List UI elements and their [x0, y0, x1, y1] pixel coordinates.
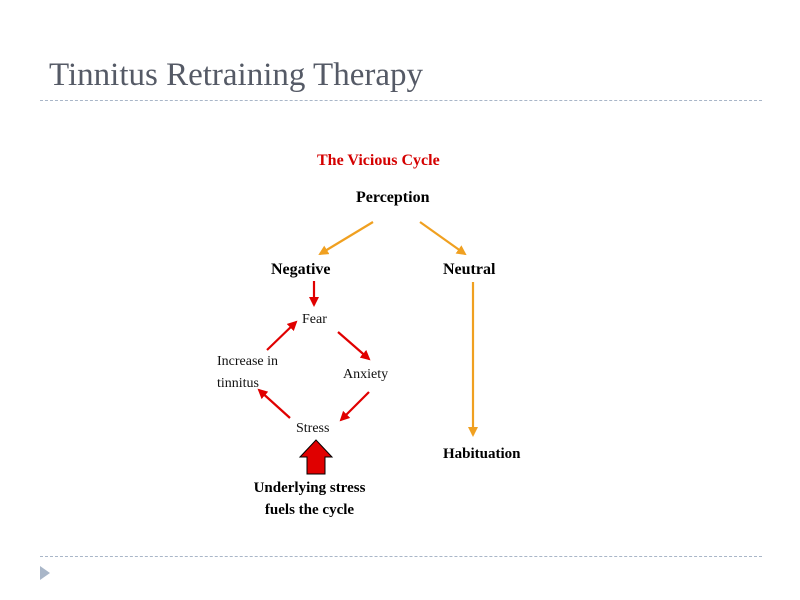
underlying-stress-note: Underlying stress fuels the cycle: [247, 477, 372, 521]
slide-title: Tinnitus Retraining Therapy: [49, 57, 423, 93]
arrow-anxiety-to-stress: [339, 391, 370, 422]
node-increase-in-tinnitus: Increase in tinnitus: [217, 351, 278, 395]
node-neutral: Neutral: [443, 261, 496, 278]
title-divider: [40, 100, 762, 101]
arrow-stress-to-increase: [257, 388, 291, 419]
block-arrow-underlying-to-stress: [298, 439, 334, 475]
increase-line-1: Increase in: [217, 354, 279, 369]
node-habituation: Habituation: [443, 446, 521, 462]
diagram-heading: The Vicious Cycle: [317, 152, 440, 169]
arrow-fear-to-anxiety: [337, 331, 371, 361]
footer-divider: [40, 556, 762, 557]
increase-line-2: tinnitus: [217, 376, 260, 391]
underlying-line-2: fuels the cycle: [264, 502, 355, 518]
node-perception: Perception: [356, 189, 430, 206]
node-stress: Stress: [296, 421, 330, 436]
node-fear: Fear: [302, 312, 327, 327]
bullet-triangle-icon: [40, 566, 50, 580]
arrow-perception-to-neutral: [419, 221, 467, 256]
underlying-line-1: Underlying stress: [253, 480, 366, 496]
arrow-perception-to-negative: [318, 221, 374, 256]
node-negative: Negative: [271, 261, 331, 278]
arrow-increase-to-fear: [266, 320, 298, 351]
node-anxiety: Anxiety: [343, 367, 389, 382]
